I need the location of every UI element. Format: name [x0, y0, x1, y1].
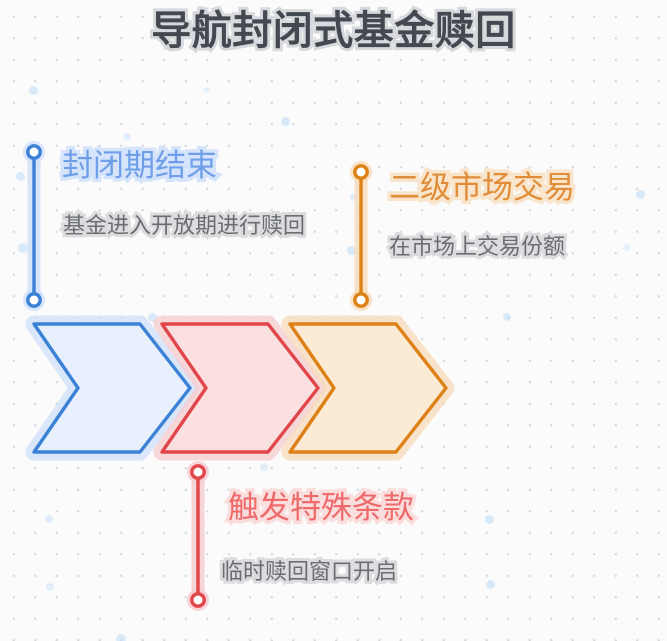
callout-step-1: 封闭期结束 基金进入开放期进行赎回	[22, 138, 322, 314]
decor-dot	[486, 580, 495, 589]
page-title: 导航封闭式基金赎回	[148, 6, 518, 56]
callout-description-step-2: 临时赎回窗口开启	[218, 556, 400, 587]
callout-description-step-3: 在市场上交易份额	[386, 231, 568, 262]
callout-description-step-1: 基金进入开放期进行赎回	[60, 210, 308, 241]
connector-step-2	[186, 458, 209, 614]
decor-dot	[45, 515, 53, 523]
decor-dot	[46, 583, 54, 591]
callout-title-step-3: 二级市场交易	[386, 167, 579, 209]
callout-step-3: 二级市场交易 在市场上交易份额	[349, 158, 649, 314]
callout-title-step-1: 封闭期结束	[59, 145, 221, 187]
decor-dot	[485, 515, 494, 524]
callout-title-step-2: 触发特殊条款	[225, 487, 418, 529]
chevron-row	[0, 312, 667, 464]
decor-dot	[281, 117, 290, 126]
decor-dot	[29, 86, 38, 95]
callout-step-2: 触发特殊条款 临时赎回窗口开启	[186, 458, 486, 614]
decor-dot	[116, 634, 126, 641]
connector-step-3	[349, 158, 372, 314]
chevron-step-2[interactable]	[150, 312, 335, 464]
connector-step-1	[22, 138, 45, 314]
chevron-step-3[interactable]	[278, 312, 463, 464]
chevron-step-1[interactable]	[22, 312, 207, 464]
decor-dot	[204, 87, 210, 93]
